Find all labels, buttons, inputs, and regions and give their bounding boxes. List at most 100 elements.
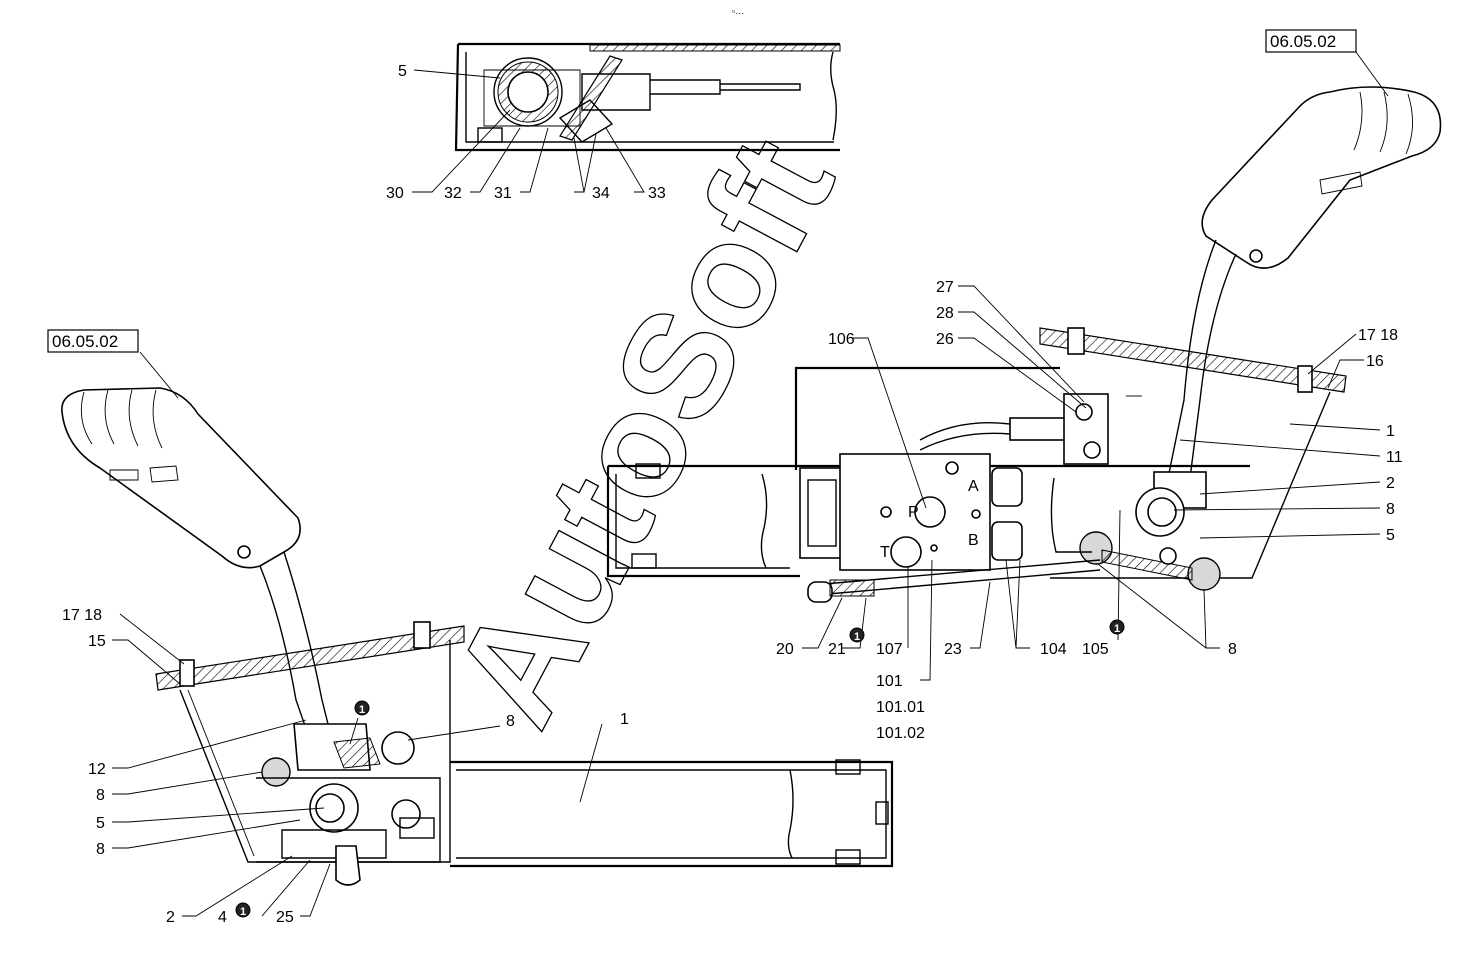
- callout-left-15: 15: [88, 633, 106, 650]
- left-mount-bracket: [399, 817, 435, 839]
- callout-right-26: 26: [936, 331, 954, 348]
- right-housing-nut-b: [631, 553, 657, 569]
- port-letter-a: A: [968, 478, 979, 495]
- callout-right-21: 21: [828, 641, 846, 658]
- callout-right-27: 27: [936, 279, 954, 296]
- callout-right-2: 2: [1386, 475, 1395, 492]
- port-letter-b: B: [968, 532, 979, 549]
- valve-screw-d: [930, 544, 938, 552]
- callout-right-20: 20: [776, 641, 794, 658]
- note-marker-left-top: 1: [354, 700, 370, 716]
- left-housing-nut-a: [835, 759, 861, 775]
- top-lever-shaft: [507, 71, 549, 113]
- left-reference-leader: [139, 351, 179, 399]
- callout-top-30: 30: [386, 185, 404, 202]
- top-housing-inner: [465, 52, 834, 143]
- callout-right-8b: 8: [1228, 641, 1237, 658]
- callout-left-4: 4: [218, 909, 227, 926]
- callout-right-8a: 8: [1386, 501, 1395, 518]
- left-lower-link: [335, 845, 361, 886]
- callout-right-16: 16: [1366, 353, 1384, 370]
- callout-right-23: 23: [944, 641, 962, 658]
- svg-text:1: 1: [1114, 623, 1120, 635]
- right-callout-leaders: [802, 285, 1381, 681]
- right-assembly-view: P T A B: [606, 86, 1442, 603]
- right-reference-label: 06.05.02: [1270, 32, 1336, 51]
- port-letter-t: T: [880, 544, 890, 561]
- callout-right-11: 11: [1386, 449, 1403, 466]
- callout-right-28: 28: [936, 305, 954, 322]
- left-handle-grip: [61, 387, 301, 569]
- top-screw-block: [558, 99, 614, 143]
- right-grip-screw: [1249, 249, 1263, 263]
- right-line-elbow: [807, 581, 833, 603]
- left-reference-box: [47, 329, 139, 353]
- right-long-housing-inner: [615, 474, 790, 569]
- callout-top-33: 33: [648, 185, 666, 202]
- left-housing-nut-c: [875, 801, 889, 825]
- callout-right-101-01: 101.01: [876, 699, 925, 716]
- top-switch-body: [581, 73, 651, 111]
- right-upper-housing: [794, 366, 1060, 470]
- right-line-nut: [829, 579, 875, 597]
- callout-right-5: 5: [1386, 527, 1395, 544]
- callout-left-1: 1: [620, 711, 629, 728]
- callout-right-101: 101: [876, 673, 903, 690]
- right-switch-body: [1009, 417, 1067, 441]
- top-base-nut: [477, 127, 503, 143]
- right-lever-shaft: [1167, 239, 1237, 479]
- right-reference-leader: [1355, 51, 1389, 97]
- svg-text:1: 1: [359, 704, 365, 716]
- callout-left-8a: 8: [506, 713, 515, 730]
- left-base-plate: [281, 829, 387, 859]
- left-reference-label: 06.05.02: [52, 332, 118, 351]
- callout-top-34: 34: [592, 185, 610, 202]
- valve-port-t: [890, 536, 922, 568]
- left-break-line: [787, 769, 794, 859]
- left-pivot-inner: [315, 793, 345, 823]
- svg-text:AutoSoft: AutoSoft: [420, 112, 866, 750]
- right-housing-nut-a: [635, 463, 661, 479]
- valve-screw-c: [971, 509, 981, 519]
- left-grip-screw: [237, 545, 251, 559]
- note-marker-right-21: 1: [849, 627, 865, 643]
- valve-screw-b: [880, 506, 892, 518]
- callout-left-2: 2: [166, 909, 175, 926]
- left-lever-shaft: [259, 551, 333, 741]
- left-boot-inner: [187, 689, 255, 857]
- left-ball-joint-side: [261, 757, 291, 787]
- port-letter-p: P: [908, 504, 919, 521]
- svg-text:1: 1: [854, 631, 860, 643]
- top-spring-arm: [559, 55, 623, 141]
- top-housing-outline: [454, 42, 840, 152]
- top-clamp-outer: [493, 57, 563, 127]
- watermark: AutoSoft: [419, 111, 866, 750]
- callout-left-25: 25: [276, 909, 294, 926]
- top-break-line: [830, 51, 837, 141]
- left-ball-joint-top: [381, 731, 415, 765]
- callout-right-101-02: 101.02: [876, 725, 925, 742]
- top-callout-leaders: [412, 69, 645, 193]
- left-long-housing: [450, 760, 894, 868]
- left-cable-nut: [333, 737, 381, 769]
- left-panel-bolt-b: [413, 621, 431, 649]
- right-ball-joint-b: [1187, 557, 1221, 591]
- callout-left-12: 12: [88, 761, 106, 778]
- right-reference-box: [1265, 29, 1357, 53]
- right-floor-panel: [1039, 327, 1347, 393]
- left-grip-ribs: [80, 389, 163, 449]
- left-ball-joint-rear: [391, 799, 421, 829]
- right-valve-adapter: [799, 467, 845, 559]
- callout-top-32: 32: [444, 185, 462, 202]
- left-panel-bolt-a: [179, 659, 195, 687]
- left-assembly-view: [61, 387, 894, 886]
- right-bracket-bolt-b: [1083, 441, 1101, 459]
- right-rod-nut: [1159, 547, 1177, 565]
- right-mech-frame: [1050, 477, 1092, 553]
- right-adapter-inner: [807, 479, 837, 547]
- right-tie-rod: [1101, 549, 1193, 581]
- callout-right-104: 104: [1040, 641, 1067, 658]
- left-long-housing-inner: [456, 769, 887, 859]
